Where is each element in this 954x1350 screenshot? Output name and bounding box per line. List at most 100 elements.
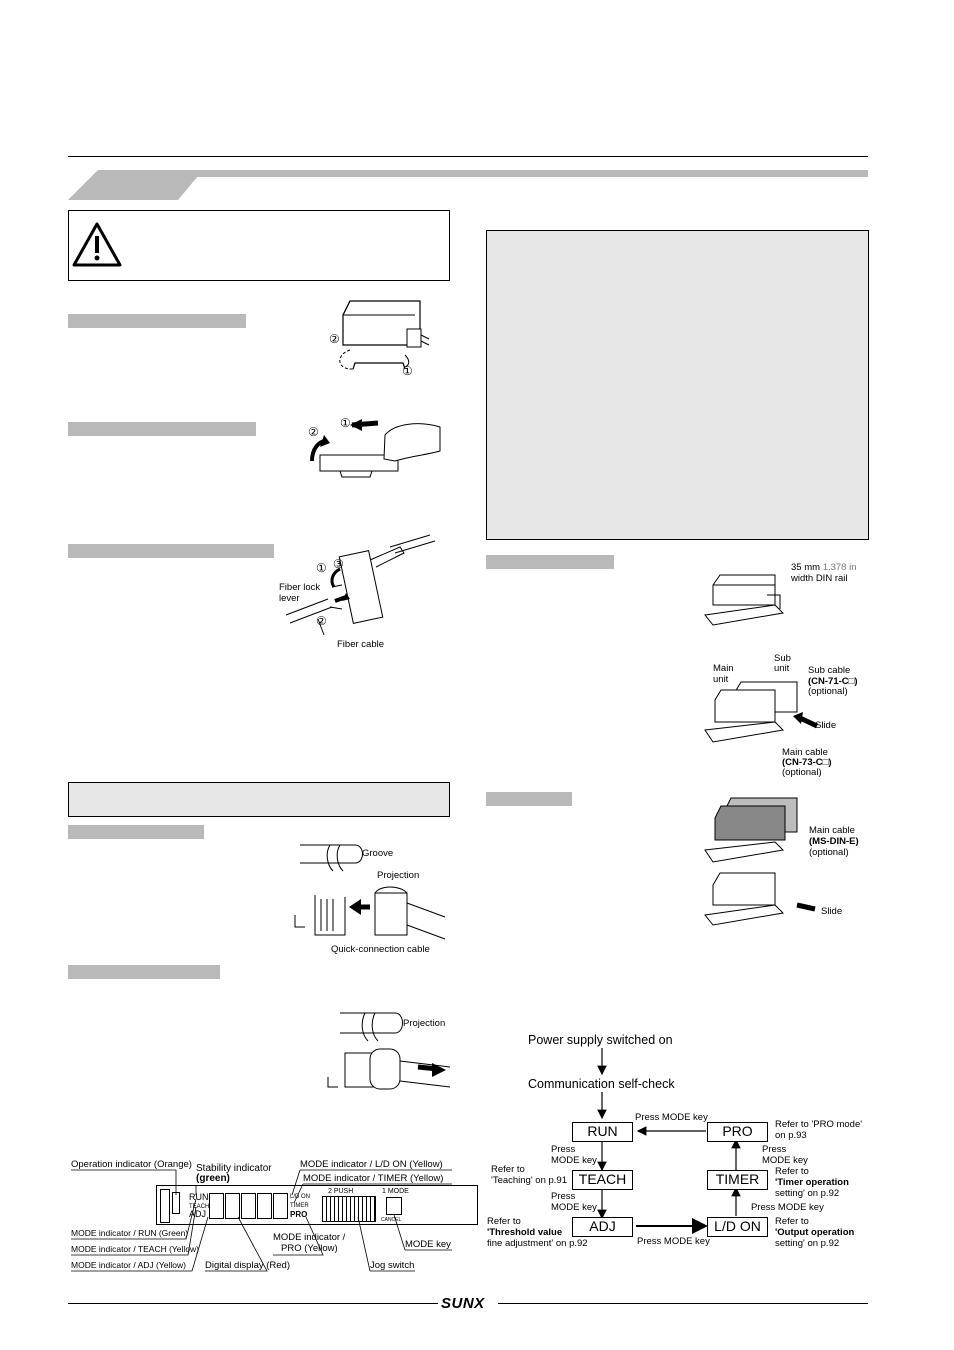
device-teach-text: TEACH	[189, 1204, 210, 1210]
fiber-lock-lever-label: Fiber lock lever	[279, 582, 321, 604]
mounting-illustration	[339, 300, 430, 370]
pro-indicator-label-2: PRO (Yellow)	[281, 1243, 338, 1254]
panel-leader-lines	[71, 1169, 452, 1272]
din-rail-illustration-4	[704, 872, 816, 926]
mode-key-label: MODE key	[405, 1239, 451, 1250]
warning-icon	[72, 222, 122, 267]
sub-cable-label-1: Sub cable	[808, 665, 851, 676]
flow-ref-adj-2: 'Threshold value	[487, 1227, 563, 1238]
section-title-tab	[68, 170, 203, 200]
flow-power-on: Power supply switched on	[528, 1033, 673, 1047]
device-ldon-text: L/D ON	[290, 1194, 311, 1200]
removal-illustration	[310, 419, 441, 478]
jog-switch[interactable]	[322, 1196, 376, 1222]
flow-run-text: RUN	[587, 1123, 618, 1139]
flow-ref-pro-1: Refer to 'PRO mode'	[775, 1119, 863, 1130]
sub-unit-label-1: Sub	[774, 653, 791, 664]
fiber-illustration	[285, 534, 436, 636]
flow-self-check: Communication self-check	[528, 1077, 675, 1091]
flow-ref-adj-3: fine adjustment' on p.92	[487, 1238, 588, 1249]
caution-box	[68, 210, 450, 281]
sub-cable-label-3: (optional)	[808, 686, 848, 697]
flow-press-top: Press MODE key	[635, 1112, 708, 1123]
flow-press-teach-adj-2: MODE key	[551, 1202, 597, 1213]
ldon-indicator-label: MODE indicator / L/D ON (Yellow)	[300, 1159, 443, 1170]
flow-run-box: RUN	[572, 1122, 633, 1142]
flow-press-run-teach-1: Press	[551, 1144, 576, 1155]
flow-ref-timer-3: setting' on p.92	[775, 1188, 840, 1199]
flow-teach-box: TEACH	[572, 1170, 633, 1190]
flow-ref-ldon-2: 'Output operation	[775, 1227, 855, 1238]
section-title-bar	[190, 170, 868, 177]
main-cable-label-1: Main cable	[782, 747, 828, 758]
flow-press-timer-pro-1: Press	[762, 1144, 787, 1155]
flow-press-run-teach-2: MODE key	[551, 1155, 597, 1166]
main-cable-din-label-3: (optional)	[809, 847, 849, 858]
removal-heading-bar	[68, 422, 256, 436]
panel-side-strip	[160, 1189, 170, 1223]
device-mode-text: 1 MODE	[382, 1188, 409, 1195]
flow-adj-box: ADJ	[572, 1217, 633, 1237]
digit-3	[241, 1193, 256, 1219]
din-remove-heading-bar	[486, 792, 572, 806]
remove-step-1: ①	[340, 416, 351, 430]
adj-indicator-label: MODE indicator / ADJ (Yellow)	[71, 1260, 186, 1270]
fiber-step-3: ③	[333, 557, 344, 571]
teach-indicator-label: MODE indicator / TEACH (Yellow)	[71, 1244, 200, 1254]
main-unit-label-2: unit	[713, 674, 729, 685]
timer-indicator-label: MODE indicator / TIMER (Yellow)	[303, 1173, 444, 1184]
sub-unit-label-2: unit	[774, 663, 790, 674]
din-rail-illustration-2	[704, 681, 819, 743]
flow-timer-box: TIMER	[707, 1170, 768, 1190]
flow-timer-text: TIMER	[715, 1171, 760, 1187]
din-rail-mm: 35 mm	[791, 562, 821, 573]
right-info-box	[486, 230, 869, 540]
digit-4	[257, 1193, 272, 1219]
sub-cable-label-2: (CN-71-C□)	[808, 676, 858, 687]
fiber-heading-bar	[68, 544, 274, 558]
main-unit-label-1: Main	[713, 663, 734, 674]
flow-press-timer-pro-2: MODE key	[762, 1155, 808, 1166]
mode-key[interactable]	[386, 1197, 402, 1215]
mount-step-2: ②	[329, 332, 340, 346]
slide-label-2: Slide	[821, 906, 843, 917]
flow-ref-timer-1: Refer to	[775, 1166, 809, 1177]
flow-press-ldon-timer: Press MODE key	[751, 1202, 824, 1213]
din-rail-illustration-1	[704, 574, 785, 626]
flow-ref-teach-1: Refer to	[491, 1164, 525, 1175]
flow-ldon-box: L/D ON	[707, 1217, 768, 1237]
groove-label: Groove	[362, 848, 394, 859]
footer-rule-left	[68, 1303, 438, 1304]
din-rail-illustration-3	[704, 797, 798, 863]
din-rail-in: 1.378 in	[822, 562, 857, 573]
mount-step-1: ①	[402, 364, 413, 378]
flow-adj-text: ADJ	[589, 1218, 616, 1234]
main-cable-label-3: (optional)	[782, 767, 822, 778]
flow-ldon-text: L/D ON	[714, 1218, 761, 1234]
projection-label-1: Projection	[377, 870, 420, 881]
connector-illustration	[294, 844, 446, 940]
main-cable-din-label-2: (MS-DIN-E)	[809, 836, 859, 847]
device-run-text: RUN	[189, 1192, 209, 1202]
main-cable-label-2: (CN-73-C□)	[782, 757, 832, 768]
operation-panel-diagram: RUN TEACH ADJ L/D ON TIMER PRO 2 PUSH 1 …	[68, 1155, 478, 1275]
run-indicator-label: MODE indicator / RUN (Green)	[71, 1228, 189, 1238]
din-mount-heading-bar	[486, 555, 614, 569]
device-pro-text: PRO	[290, 1210, 308, 1219]
digital-display-label: Digital display (Red)	[205, 1260, 291, 1271]
projection-label-2: Projection	[403, 1018, 446, 1029]
jog-switch-label: Jog switch	[370, 1260, 415, 1271]
operation-indicator-label: Operation indicator (Orange)	[71, 1159, 192, 1170]
quick-connection-cable-label: Quick-connection cable	[331, 944, 430, 955]
flow-ref-adj-1: Refer to	[487, 1216, 521, 1227]
flow-ref-ldon-1: Refer to	[775, 1216, 809, 1227]
footer-rule-right	[498, 1303, 868, 1304]
flow-pro-text: PRO	[722, 1123, 753, 1139]
pro-indicator-label-1: MODE indicator /	[273, 1232, 346, 1243]
stability-indicator-color: (green)	[196, 1173, 230, 1184]
remove-step-2: ②	[308, 425, 319, 439]
stability-indicator-label: Stability indicator	[196, 1163, 272, 1174]
flow-teach-text: TEACH	[578, 1171, 627, 1187]
connect-heading-bar	[68, 825, 204, 839]
flowchart-arrows	[597, 1048, 741, 1234]
